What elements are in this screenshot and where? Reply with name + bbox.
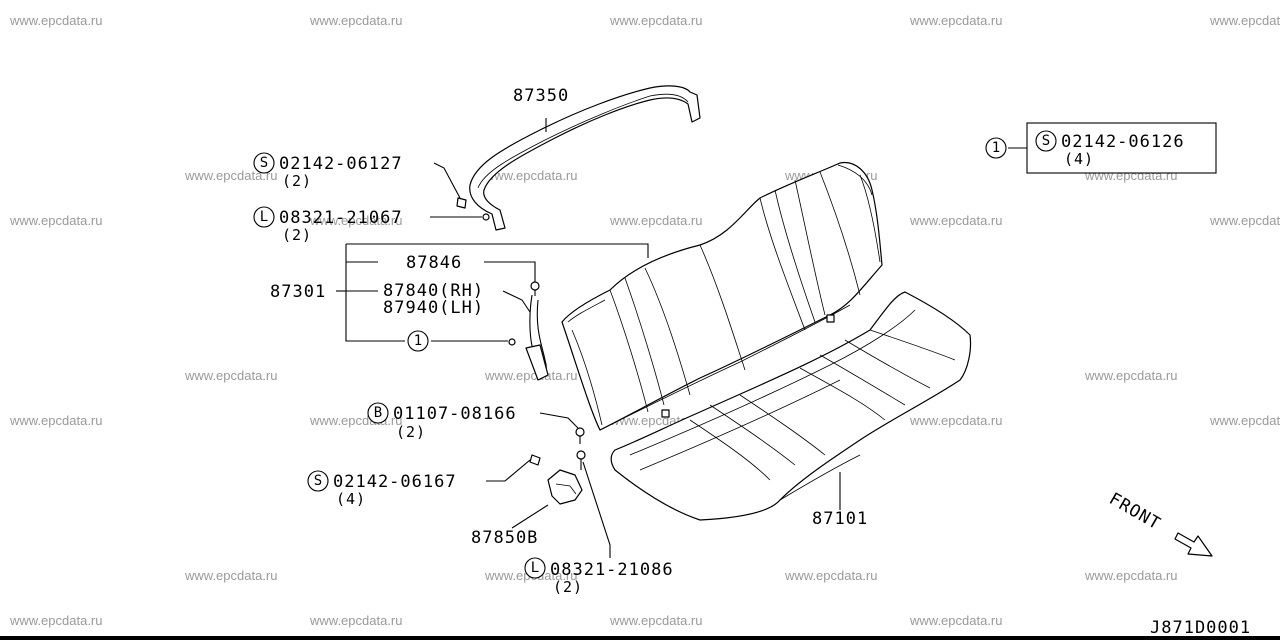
- watermark: www.epcdata.ru: [484, 168, 578, 183]
- seat-cushion[interactable]: [610, 291, 972, 521]
- watermark: www.epcdata.ru: [909, 13, 1003, 28]
- watermark: www.epcdata.ru: [9, 413, 103, 428]
- prefix-letter: S: [260, 155, 268, 171]
- watermark: www.epcdata.ru: [309, 213, 403, 228]
- qty-bolt-top: (2): [282, 226, 312, 244]
- ref-number: 1: [414, 333, 422, 349]
- front-indicator: FRONT: [1106, 489, 1213, 557]
- seat-belt[interactable]: [525, 294, 549, 381]
- watermark: www.epcdata.ru: [309, 613, 403, 628]
- front-arrow-icon: [1174, 532, 1213, 557]
- watermark: www.epcdata.ru: [309, 13, 403, 28]
- label-ref-box-code: 02142-06126: [1061, 132, 1185, 152]
- watermark: www.epcdata.ru: [1084, 568, 1178, 583]
- label-belt-lh: 87940(LH): [383, 298, 484, 318]
- prefix-letter: S: [1042, 133, 1050, 149]
- headrest-bar[interactable]: [469, 85, 701, 231]
- watermark: www.epcdata.ru: [909, 413, 1003, 428]
- qty-ref-box: (4): [1064, 150, 1094, 168]
- watermark: www.epcdata.ru: [9, 13, 103, 28]
- label-belt-cover: 87846: [406, 253, 462, 273]
- watermark: www.epcdata.ru: [309, 413, 403, 428]
- watermark: www.epcdata.ru: [9, 213, 103, 228]
- prefix-circle: [253, 152, 275, 174]
- diagram-code: J871D0001: [0, 618, 1280, 640]
- watermark: www.epcdata.ru: [784, 568, 878, 583]
- watermark: www.epcdata.ru: [909, 613, 1003, 628]
- label-bolt-top: 08321-21067: [279, 208, 403, 228]
- label-belt-assy: 87301: [270, 282, 326, 302]
- watermark: www.epcdata.ru: [609, 613, 703, 628]
- watermark: www.epcdata.ru: [9, 613, 103, 628]
- label-headrest-bar: 87350: [513, 86, 569, 106]
- label-bracket: 87850B: [471, 528, 538, 548]
- watermark: www.epcdata.ru: [184, 368, 278, 383]
- label-bolt-bottom: 08321-21086: [550, 560, 674, 580]
- watermark: www.epcdata.ru: [184, 168, 278, 183]
- screw-icon: [456, 197, 541, 466]
- label-cushion: 87101: [812, 509, 868, 529]
- reference-box: 1 S 02142-06126 (4): [985, 122, 1217, 174]
- bracket-87850b[interactable]: [547, 450, 586, 505]
- belt-cover-clip[interactable]: [530, 281, 540, 296]
- diagram-code-text: J871D0001: [1150, 618, 1251, 638]
- watermark: www.epcdata.ru: [1209, 413, 1280, 428]
- watermark: www.epcdata.ru: [609, 213, 703, 228]
- ref-number: 1: [992, 140, 1000, 156]
- watermark: www.epcdata.ru: [909, 213, 1003, 228]
- prefix-letter: B: [374, 405, 382, 421]
- watermark: www.epcdata.ru: [1209, 13, 1280, 28]
- prefix-letter: S: [314, 473, 322, 489]
- leader-lines: [336, 118, 1028, 558]
- bolt-icon: [575, 427, 585, 444]
- ref-circle: [407, 330, 429, 352]
- label-belt-rh: 87840(RH): [383, 281, 484, 301]
- prefix-circle: [524, 557, 546, 579]
- qty-screw-top: (2): [282, 172, 312, 190]
- prefix-circle: [1035, 130, 1057, 152]
- watermark: www.epcdata.ru: [1209, 213, 1280, 228]
- qty-screw-mid: (4): [336, 490, 366, 508]
- part-labels: 87350 S 02142-06127 (2) L 08321-21067 (2…: [253, 86, 868, 596]
- prefix-circle: [253, 206, 275, 228]
- watermark: www.epcdata.ru: [484, 368, 578, 383]
- watermark: www.epcdata.ru: [609, 13, 703, 28]
- prefix-letter: L: [260, 209, 268, 225]
- prefix-letter: L: [531, 560, 539, 576]
- prefix-circle: [307, 470, 329, 492]
- prefix-circle: [367, 402, 389, 424]
- qty-bolt-bottom: (2): [553, 578, 583, 596]
- qty-bolt-b: (2): [396, 423, 426, 441]
- ref-circle: [985, 137, 1007, 159]
- label-bolt-b: 01107-08166: [393, 404, 517, 424]
- watermark: www.epcdata.ru: [1084, 368, 1178, 383]
- label-screw-mid: 02142-06167: [333, 472, 457, 492]
- label-screw-top: 02142-06127: [279, 154, 403, 174]
- seat-back[interactable]: [561, 161, 883, 431]
- watermark: www.epcdata.ru: [184, 568, 278, 583]
- front-label: FRONT: [1106, 489, 1165, 534]
